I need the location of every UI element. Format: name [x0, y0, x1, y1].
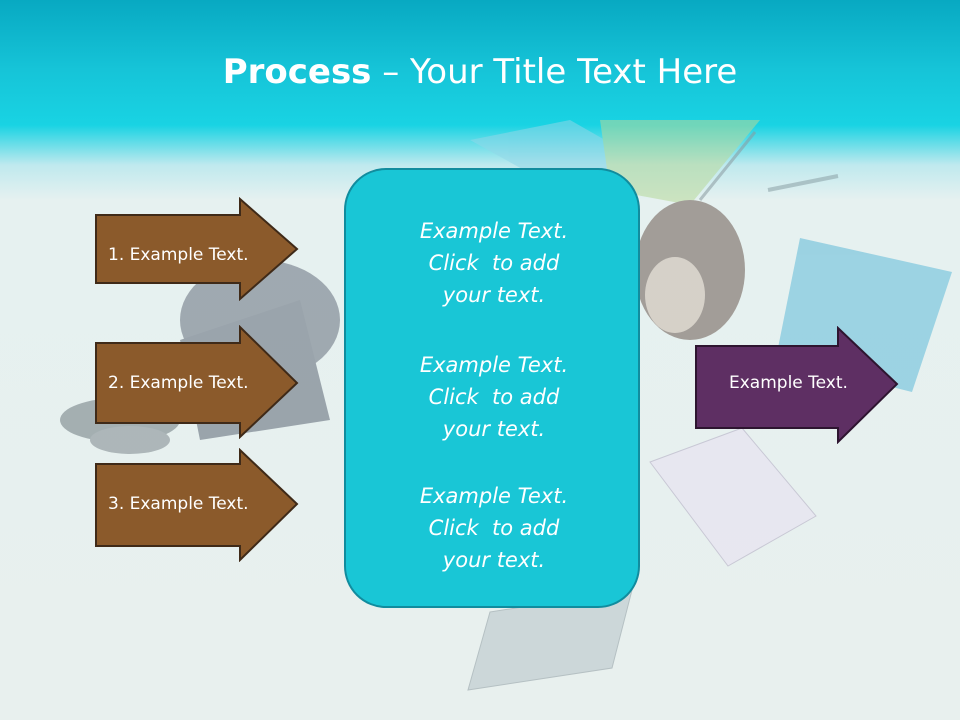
left-arrow-1[interactable]: [94, 197, 300, 301]
block-2-line-1: Example Text.: [419, 353, 569, 377]
left-arrow-2-label: 2. Example Text.: [108, 373, 249, 393]
block-3-line-3: your text.: [442, 548, 546, 572]
center-text-block-3: Example Text. Click to add your text.: [346, 480, 642, 576]
center-text-box[interactable]: Example Text. Click to add your text. Ex…: [344, 168, 640, 608]
block-2-line-3: your text.: [442, 417, 546, 441]
left-arrow-1-label: 1. Example Text.: [108, 245, 249, 265]
right-arrow[interactable]: [694, 326, 900, 444]
center-text-block-1: Example Text. Click to add your text.: [346, 215, 642, 311]
left-arrow-2[interactable]: [94, 325, 300, 439]
block-3-line-1: Example Text.: [419, 484, 569, 508]
right-arrow-label: Example Text.: [729, 373, 848, 393]
slide-title: Process – Your Title Text Here: [0, 52, 960, 92]
left-arrow-3-label: 3. Example Text.: [108, 494, 249, 514]
block-1-line-1: Example Text.: [419, 219, 569, 243]
block-3-line-2: Click to add: [428, 516, 560, 540]
title-bold: Process: [222, 52, 372, 92]
left-arrow-3[interactable]: [94, 448, 300, 562]
block-1-line-3: your text.: [442, 283, 546, 307]
center-text-block-2: Example Text. Click to add your text.: [346, 349, 642, 445]
block-1-line-2: Click to add: [428, 251, 560, 275]
title-rest: – Your Title Text Here: [371, 52, 738, 92]
block-2-line-2: Click to add: [428, 385, 560, 409]
